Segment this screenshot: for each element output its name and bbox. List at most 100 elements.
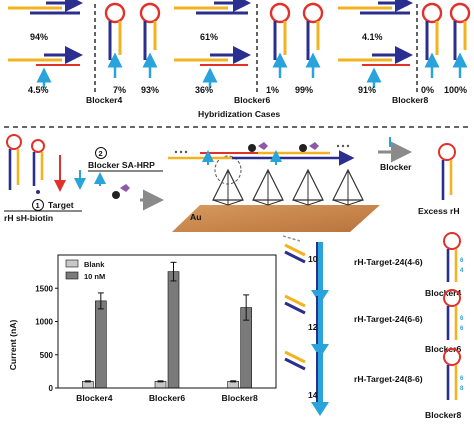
legend: Blank 10 nM bbox=[65, 259, 105, 281]
rh-hairpin bbox=[6, 134, 22, 190]
captured-duplex bbox=[168, 142, 355, 166]
step2-label: Blocker SA-HRP bbox=[88, 160, 155, 170]
y-axis-label: Current (nA) bbox=[8, 320, 18, 371]
duplex-top bbox=[174, 0, 251, 15]
hybridization-panel: 94% 4.5% 7% 93% Blocker4 bbox=[8, 0, 471, 119]
hairpin-right bbox=[302, 2, 324, 78]
plot-frame bbox=[57, 254, 277, 389]
tetrahedron bbox=[252, 168, 284, 206]
electrode-label: Au bbox=[190, 212, 201, 222]
hrp-enzyme-icon bbox=[120, 184, 130, 192]
blocker4-label: Blocker4 bbox=[86, 95, 123, 105]
x-category-label: Blocker8 bbox=[222, 393, 259, 403]
step1-sub: rH sH-biotin bbox=[4, 213, 53, 223]
tetrahedron bbox=[212, 168, 244, 206]
case-group-blocker4: 94% 4.5% 7% 93% Blocker4 bbox=[8, 0, 161, 105]
blocker8-label: Blocker8 bbox=[392, 95, 429, 105]
pct-left: 0% bbox=[421, 85, 434, 95]
structure-blocker: Blocker8 bbox=[425, 410, 462, 420]
duplex-top bbox=[338, 0, 413, 15]
assay-scheme: 1 Target rH sH-biotin 2 Blocker SA-HRP A… bbox=[4, 134, 460, 232]
x-category-label: Blocker4 bbox=[76, 393, 113, 403]
step1-number: 1 bbox=[36, 201, 40, 210]
side-hairpin: 6 4 bbox=[443, 232, 464, 282]
case-group-blocker6: 61% 36% 1% 99% Blocker6 bbox=[174, 0, 324, 105]
legend-swatch-blank bbox=[65, 259, 79, 268]
x-axis-categories: Blocker4 Blocker6 Blocker8 bbox=[76, 393, 258, 403]
pct-left: 7% bbox=[113, 85, 126, 95]
step1-marker: 1 Target rH sH-biotin bbox=[4, 199, 82, 223]
zoom-pointer bbox=[282, 235, 301, 242]
case-group-blocker8: 4.1% 91% 0% 100% Blocker8 bbox=[338, 0, 471, 105]
structure-row-2: 12 rH-Target-24(6-6) 6 6 Blocker6 bbox=[284, 289, 464, 358]
hairpin-left bbox=[104, 2, 126, 78]
structure-blocker: Blocker6 bbox=[425, 344, 462, 354]
duplex-stem bbox=[318, 242, 323, 292]
pct-bottom: 4.5% bbox=[28, 85, 49, 95]
pct-right: 100% bbox=[444, 85, 467, 95]
bar-10-nm bbox=[167, 271, 180, 389]
side-hairpin: 6 6 bbox=[443, 289, 464, 340]
hybridization-caption: Hybridization Cases bbox=[198, 109, 280, 119]
y-tick-label: 1500 bbox=[35, 284, 53, 293]
structure-label: rH-Target-24(8-6) bbox=[354, 374, 423, 384]
step2-marker: 2 Blocker SA-HRP bbox=[88, 147, 163, 199]
streptavidin-icon bbox=[112, 191, 120, 199]
step1-label: Target bbox=[48, 200, 74, 210]
pct-left: 1% bbox=[266, 85, 279, 95]
legend-swatch-10nm bbox=[65, 271, 79, 280]
hairpin-right bbox=[449, 2, 471, 78]
pct-top: 61% bbox=[200, 32, 218, 42]
structure-number: 14 bbox=[308, 390, 318, 400]
tetrahedron bbox=[292, 168, 324, 206]
structure-number: 12 bbox=[308, 322, 318, 332]
structure-label: rH-Target-24(4-6) bbox=[354, 257, 423, 267]
zoomed-structures: 10 rH-Target-24(4-6) 6 4 Blocker4 12 rH-… bbox=[282, 232, 464, 420]
side-hairpin: 6 8 bbox=[443, 348, 464, 400]
pct-top: 4.1% bbox=[362, 32, 383, 42]
svg-text:6: 6 bbox=[460, 316, 464, 322]
step2-number: 2 bbox=[99, 149, 103, 158]
svg-text:4: 4 bbox=[460, 268, 464, 274]
tetrahedron bbox=[332, 168, 364, 206]
duplex-bottom bbox=[8, 46, 83, 88]
pct-top: 94% bbox=[30, 32, 48, 42]
structure-blocker: Blocker4 bbox=[425, 288, 462, 298]
pct-right: 93% bbox=[141, 85, 159, 95]
structure-row-1: 10 rH-Target-24(4-6) 6 4 Blocker4 bbox=[284, 232, 464, 304]
hairpin-left bbox=[269, 2, 291, 78]
tetrahedron-scaffolds bbox=[212, 155, 364, 206]
sh-biotin-hairpin bbox=[31, 139, 45, 194]
y-tick-label: 0 bbox=[49, 384, 54, 393]
duplex-bottom bbox=[338, 46, 413, 88]
bars bbox=[82, 261, 252, 389]
blocker6-label: Blocker6 bbox=[234, 95, 271, 105]
zoom-circle bbox=[214, 155, 242, 185]
legend-label-blank: Blank bbox=[84, 260, 105, 269]
duplex-bottom bbox=[174, 46, 251, 88]
hairpin-left bbox=[421, 2, 443, 78]
pct-bottom: 36% bbox=[195, 85, 213, 95]
blocker-label: Blocker bbox=[380, 162, 412, 172]
structure-label: rH-Target-24(6-6) bbox=[354, 314, 423, 324]
bar-10-nm bbox=[95, 300, 107, 389]
pct-bottom: 91% bbox=[358, 85, 376, 95]
excess-rh-label: Excess rH bbox=[418, 206, 460, 216]
x-category-label: Blocker6 bbox=[149, 393, 186, 403]
pct-right: 99% bbox=[295, 85, 313, 95]
svg-text:6: 6 bbox=[460, 376, 464, 382]
svg-text:6: 6 bbox=[460, 326, 464, 332]
svg-text:8: 8 bbox=[460, 386, 464, 392]
excess-rh-hairpin bbox=[438, 143, 456, 200]
structure-row-3: 14 rH-Target-24(8-6) 6 8 Blocker8 bbox=[284, 348, 464, 420]
hairpin-right bbox=[139, 2, 161, 78]
gold-electrode bbox=[172, 205, 380, 232]
structure-number: 10 bbox=[308, 254, 318, 264]
duplex-top bbox=[8, 0, 83, 15]
legend-label-10nm: 10 nM bbox=[84, 272, 105, 281]
svg-text:6: 6 bbox=[460, 258, 464, 264]
y-tick-label: 500 bbox=[40, 351, 54, 360]
